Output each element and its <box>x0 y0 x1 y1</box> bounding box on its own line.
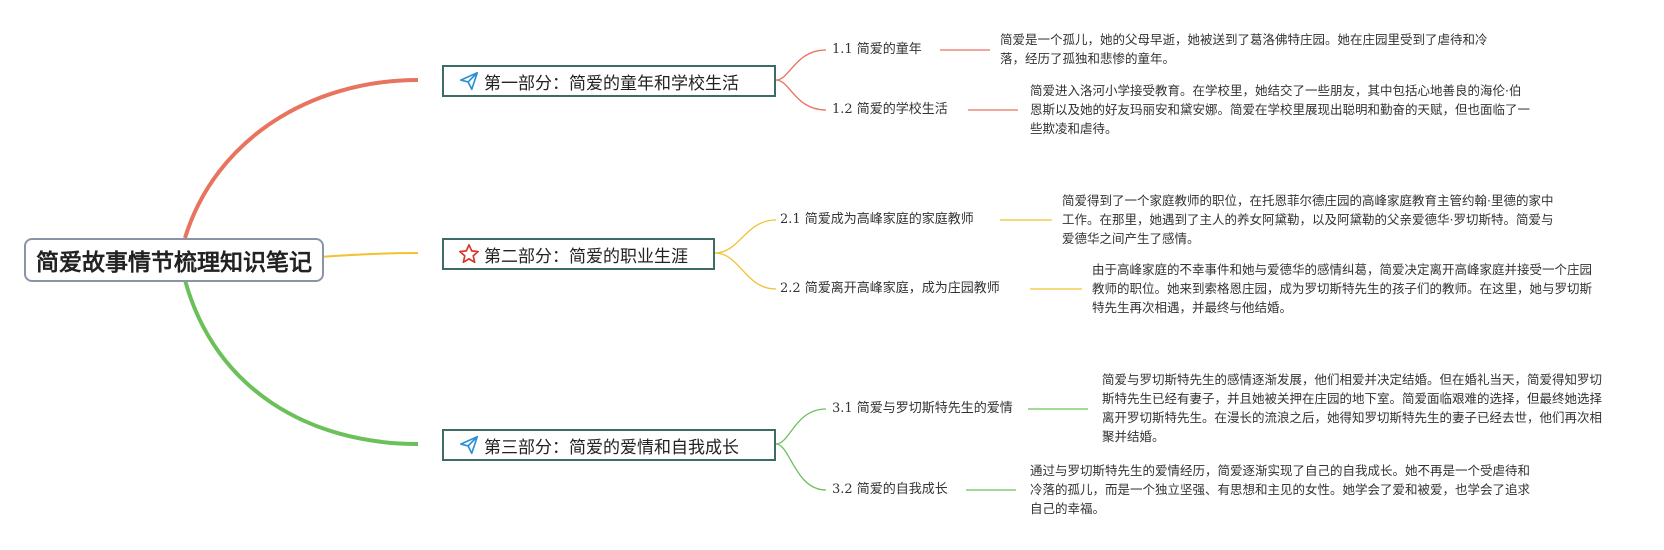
subtopic-2-1[interactable]: 2.1 简爱成为高峰家庭的家庭教师 <box>780 212 974 227</box>
section-1-title: 第一部分：简爱的童年和学校生活 <box>484 73 739 94</box>
root-title: 简爱故事情节梳理知识笔记 <box>36 250 312 276</box>
note-3-1[interactable]: 简爱与罗切斯特先生的感情逐渐发展，他们相爱并决定结婚。但在婚礼当天，简爱得知罗切… <box>1102 372 1603 444</box>
section-3-title: 第三部分：简爱的爱情和自我成长 <box>484 437 739 458</box>
section-1-topic[interactable]: 第一部分：简爱的童年和学校生活 <box>442 65 776 97</box>
section-2-to-item-2-connector <box>714 252 777 290</box>
section-1-to-item-2-connector <box>775 79 827 111</box>
section-2-to-item-1-connector <box>714 219 777 254</box>
root-to-section-1-connector <box>183 78 419 239</box>
note-3-2[interactable]: 通过与罗切斯特先生的爱情经历，简爱逐渐实现了自己的自我成长。她不再是一个受虐待和… <box>1030 463 1531 516</box>
section-2-title: 第二部分：简爱的职业生涯 <box>484 246 688 267</box>
section-3-to-item-1-connector <box>775 408 827 445</box>
root-to-section-3-connector <box>183 279 419 446</box>
subtopic-3-2[interactable]: 3.2 简爱的自我成长 <box>832 482 948 497</box>
subtopic-1-2[interactable]: 1.2 简爱的学校生活 <box>832 102 948 117</box>
subtopic-3-1[interactable]: 3.1 简爱与罗切斯特先生的爱情 <box>832 401 1013 416</box>
note-2-2[interactable]: 由于高峰家庭的不幸事件和她与爱德华的感情纠葛，简爱决定离开高峰家庭并接受一个庄园… <box>1092 262 1593 315</box>
note-1-2[interactable]: 简爱进入洛河小学接受教育。在学校里，她结交了一些朋友，其中包括心地善良的海伦·伯… <box>1030 83 1531 136</box>
paper-plane-icon <box>458 70 480 92</box>
star-icon <box>458 243 480 265</box>
section-1-to-item-1-connector <box>775 49 827 81</box>
subtopic-1-1[interactable]: 1.1 简爱的童年 <box>832 42 922 57</box>
note-1-1[interactable]: 简爱是一个孤儿，她的父母早逝，她被送到了葛洛佛特庄园。她在庄园里受到了虐待和冷落… <box>1000 32 1488 66</box>
section-3-topic[interactable]: 第三部分：简爱的爱情和自我成长 <box>442 429 776 461</box>
section-3-to-item-2-connector <box>775 443 827 491</box>
note-2-1[interactable]: 简爱得到了一个家庭教师的职位，在托恩菲尔德庄园的高峰家庭教育主管约翰·里德的家中… <box>1062 193 1554 246</box>
section-2-topic[interactable]: 第二部分：简爱的职业生涯 <box>442 238 715 270</box>
paper-plane-icon <box>458 434 480 456</box>
root-topic[interactable]: 简爱故事情节梳理知识笔记 <box>24 238 324 282</box>
root-to-section-2-connector <box>319 252 419 258</box>
subtopic-2-2[interactable]: 2.2 简爱离开高峰家庭，成为庄园教师 <box>780 281 1000 296</box>
